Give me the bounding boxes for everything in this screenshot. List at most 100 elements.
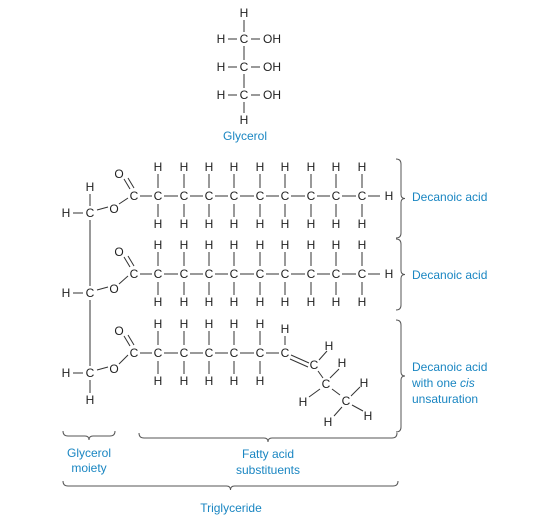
unsaturated-acid-label-prefix: with one — [411, 376, 460, 390]
hydrogen-atom: H — [180, 217, 189, 231]
bond — [123, 178, 131, 190]
hydrogen-atom: H — [358, 160, 367, 174]
hydrogen-atom: H — [256, 217, 265, 231]
acid-2-brace — [395, 238, 406, 311]
oxygen-atom: O — [114, 324, 123, 338]
glycerol-moiety-label-line2: moiety — [71, 461, 106, 475]
hydroxyl-group: OH — [263, 32, 281, 46]
carbon-atom: C — [130, 346, 139, 360]
hydrogen-atom: H — [332, 217, 341, 231]
cis-italic-label: cis — [460, 376, 475, 390]
carbon-atom: C — [342, 394, 351, 408]
carbon-atom: C — [130, 267, 139, 281]
oxygen-atom: O — [114, 245, 123, 259]
bond — [123, 335, 131, 347]
hydrogen-atom: H — [332, 160, 341, 174]
hydrogen-atom: H — [281, 295, 290, 309]
hydrogen-atom: H — [180, 317, 189, 331]
hydrogen-atom: H — [230, 160, 239, 174]
hydrogen-atom: H — [180, 238, 189, 252]
glycerol-moiety-brace — [62, 430, 116, 441]
bond — [127, 334, 135, 346]
hydrogen-atom: H — [256, 317, 265, 331]
carbon-atom: C — [307, 189, 316, 203]
acid-3-brace — [395, 319, 406, 433]
glycerol-label: Glycerol — [223, 129, 267, 143]
glycerol-moiety-label-line1: Glycerol — [67, 446, 111, 460]
bond — [127, 177, 135, 189]
hydrogen-atom: H — [205, 217, 214, 231]
unsaturated-acid-label-line1: Decanoic acid — [412, 360, 487, 374]
hydrogen-atom: H — [240, 6, 249, 20]
hydrogen-atom: H — [230, 295, 239, 309]
carbon-atom: C — [281, 267, 290, 281]
hydrogen-atom: H — [180, 374, 189, 388]
oxygen-atom: O — [114, 167, 123, 181]
hydrogen-atom: H — [154, 317, 163, 331]
hydrogen-atom: H — [230, 217, 239, 231]
hydrogen-atom: H — [360, 376, 369, 390]
hydrogen-atom: H — [205, 374, 214, 388]
unsaturated-acid-label-line2: with one cis — [411, 376, 475, 390]
hydrogen-atom: H — [358, 295, 367, 309]
carbon-atom: C — [230, 189, 239, 203]
bond — [351, 404, 364, 412]
carbon-atom: C — [154, 346, 163, 360]
hydrogen-atom: H — [307, 160, 316, 174]
hydrogen-atom: H — [154, 374, 163, 388]
hydrogen-atom: H — [385, 189, 394, 203]
carbon-atom: C — [86, 206, 95, 220]
carbon-atom: C — [240, 60, 249, 74]
triglyceride-label: Triglyceride — [200, 501, 262, 515]
bond — [123, 256, 131, 268]
carbon-atom: C — [332, 189, 341, 203]
hydrogen-atom: H — [307, 238, 316, 252]
hydrogen-atom: H — [205, 295, 214, 309]
decanoic-acid-label-1: Decanoic acid — [412, 190, 487, 204]
hydrogen-atom: H — [358, 238, 367, 252]
hydrogen-atom: H — [86, 180, 95, 194]
hydrogen-atom: H — [325, 339, 334, 353]
hydrogen-atom: H — [364, 409, 373, 423]
carbon-atom: C — [240, 32, 249, 46]
hydrogen-atom: H — [256, 238, 265, 252]
fatty-acid-label-line2: substituents — [236, 463, 300, 477]
hydrogen-atom: H — [154, 217, 163, 231]
hydroxyl-group: OH — [263, 88, 281, 102]
bond — [289, 358, 309, 368]
hydrogen-atom: H — [205, 160, 214, 174]
hydrogen-atom: H — [62, 206, 71, 220]
carbon-atom: C — [240, 88, 249, 102]
carbon-atom: C — [86, 286, 95, 300]
hydrogen-atom: H — [385, 267, 394, 281]
hydrogen-atom: H — [338, 356, 347, 370]
hydrogen-atom: H — [256, 160, 265, 174]
hydrogen-atom: H — [230, 317, 239, 331]
triglyceride-brace — [62, 480, 399, 491]
hydrogen-atom: H — [180, 160, 189, 174]
hydrogen-atom: H — [62, 366, 71, 380]
hydrogen-atom: H — [281, 160, 290, 174]
hydrogen-atom: H — [281, 238, 290, 252]
hydrogen-atom: H — [307, 295, 316, 309]
hydrogen-atom: H — [256, 374, 265, 388]
carbon-atom: C — [205, 189, 214, 203]
caption-labels: Glycerol Decanoic acid Decanoic acid Dec… — [67, 129, 487, 515]
grouping-braces — [62, 158, 406, 491]
bond — [96, 286, 109, 291]
hydrogen-atom: H — [180, 295, 189, 309]
carbon-atom: C — [130, 189, 139, 203]
unsaturated-acid-label-line3: unsaturation — [412, 392, 478, 406]
carbon-atom: C — [256, 346, 265, 360]
hydrogen-atom: H — [230, 374, 239, 388]
bond — [96, 366, 109, 371]
hydrogen-atom: H — [358, 217, 367, 231]
carbon-atom: C — [205, 346, 214, 360]
hydrogen-atom: H — [240, 113, 249, 127]
carbon-atom: C — [230, 267, 239, 281]
hydrogen-atom: H — [281, 217, 290, 231]
acid-1-brace — [395, 158, 406, 239]
hydroxyl-group: OH — [263, 60, 281, 74]
carbon-atom: C — [86, 366, 95, 380]
bond — [318, 350, 328, 361]
